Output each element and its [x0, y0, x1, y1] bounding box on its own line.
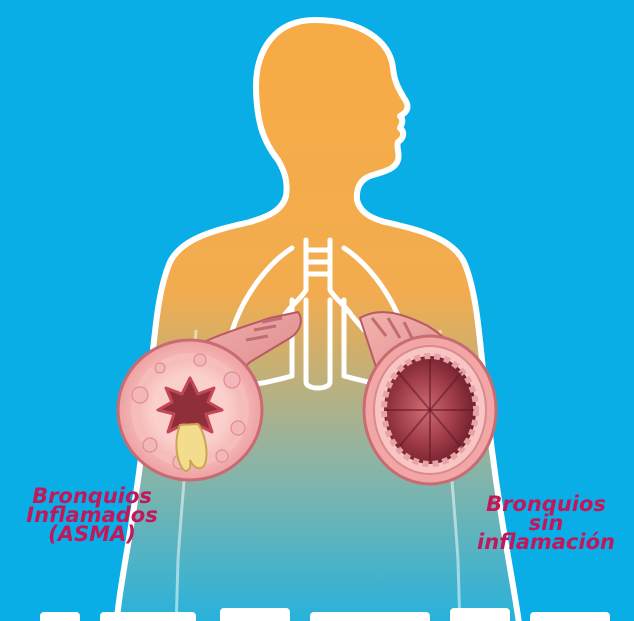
inflamed-label-line3: (ASMA)	[18, 525, 166, 544]
inflamed-bronchi-label: Bronquios Inflamados (ASMA)	[18, 487, 166, 544]
healthy-bronchi-label: Bronquios sin inflamación	[470, 495, 622, 552]
body-silhouette	[116, 20, 520, 621]
healthy-label-line3: inflamación	[470, 533, 622, 552]
